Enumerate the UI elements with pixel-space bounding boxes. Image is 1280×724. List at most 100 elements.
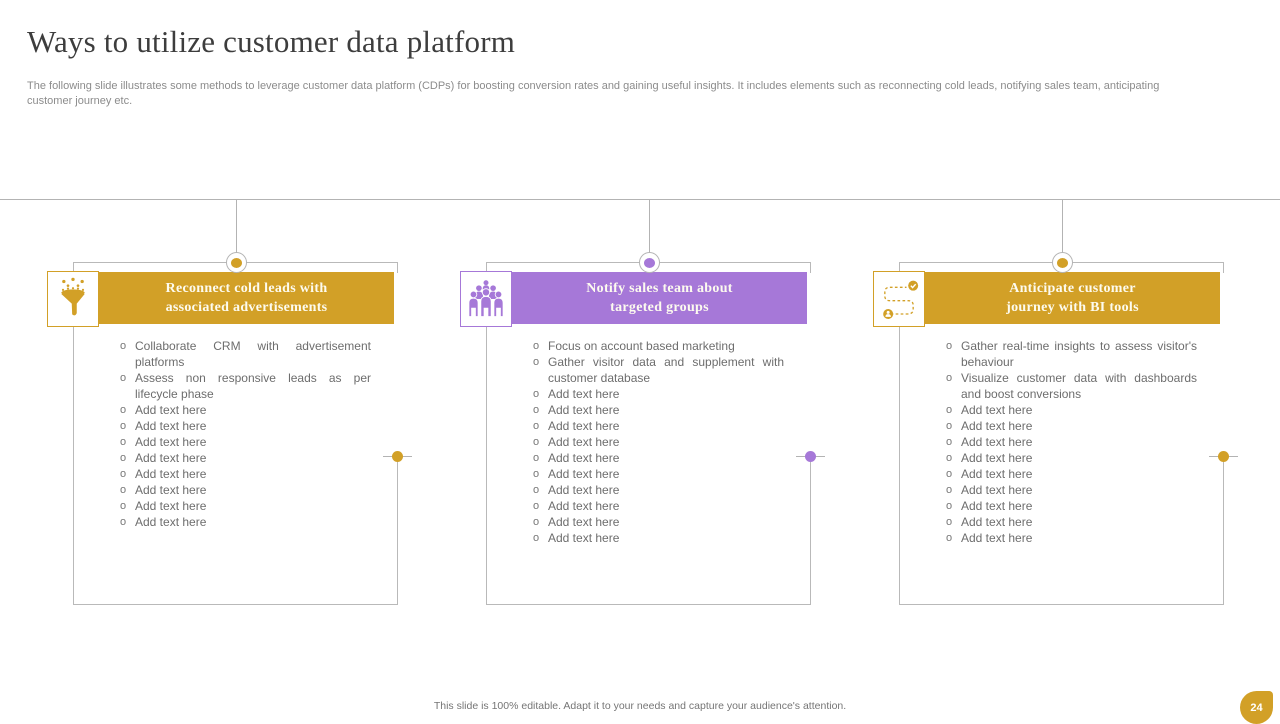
bullet-marker: o	[945, 372, 953, 384]
list-item: o Add text here	[937, 418, 1201, 434]
list-item-text: Add text here	[961, 467, 1033, 481]
panel-border	[899, 262, 900, 604]
list-item-text: Add text here	[548, 435, 620, 449]
connector-line	[236, 199, 237, 253]
column-reconnect-cold-leads: Reconnect cold leads with associated adv…	[47, 199, 417, 614]
list-item-text: Add text here	[135, 467, 207, 481]
list-item: o Add text here	[111, 466, 375, 482]
header-line: Reconnect cold leads with	[165, 281, 328, 296]
bullet-marker: o	[119, 484, 127, 496]
list-item: o Add text here	[937, 402, 1201, 418]
list-item: o Add text here	[111, 450, 375, 466]
list-item-text: Add text here	[961, 419, 1033, 433]
panel-border	[397, 456, 398, 604]
header-line: Notify sales team about	[586, 281, 733, 296]
header-line: targeted groups	[610, 300, 709, 315]
list-item-text: Add text here	[548, 419, 620, 433]
list-item: o Focus on account based marketing	[524, 338, 788, 354]
panel-border	[486, 262, 487, 604]
bullet-marker: o	[532, 356, 540, 368]
list-item: o Assess non responsive leads as per life…	[111, 370, 375, 402]
list-item: o Add text here	[937, 466, 1201, 482]
bullet-list: o Gather real-time insights to assess vis…	[937, 338, 1201, 546]
bullet-marker: o	[532, 436, 540, 448]
list-item: o Add text here	[524, 498, 788, 514]
bullet-marker: o	[119, 452, 127, 464]
node-dot	[1057, 257, 1068, 268]
list-item-text: Add text here	[961, 435, 1033, 449]
list-item-text: Add text here	[548, 515, 620, 529]
bullet-marker: o	[119, 372, 127, 384]
list-item-text: Add text here	[135, 499, 207, 513]
bullet-marker: o	[532, 452, 540, 464]
bullet-marker: o	[945, 404, 953, 416]
connector-node	[639, 252, 660, 273]
list-item-text: Assess non responsive leads as per lifec…	[135, 371, 371, 401]
list-item-text: Gather real-time insights to assess visi…	[961, 339, 1197, 369]
panel-border	[73, 262, 74, 604]
list-item-text: Visualize customer data with dashboards …	[961, 371, 1197, 401]
list-item-text: Add text here	[135, 419, 207, 433]
bullet-marker: o	[945, 532, 953, 544]
page-title: Ways to utilize customer data platform	[27, 24, 516, 59]
list-item: o Visualize customer data with dashboards…	[937, 370, 1201, 402]
list-item-text: Add text here	[548, 451, 620, 465]
list-item-text: Add text here	[961, 483, 1033, 497]
bullet-marker: o	[532, 340, 540, 352]
node-dot	[644, 257, 655, 268]
column-header: Reconnect cold leads with associated adv…	[99, 272, 394, 324]
bullet-marker: o	[532, 532, 540, 544]
list-item-text: Gather visitor data and supplement with …	[548, 355, 784, 385]
list-item-text: Add text here	[548, 483, 620, 497]
list-item: o Add text here	[111, 482, 375, 498]
bullet-marker: o	[532, 468, 540, 480]
bullet-marker: o	[119, 468, 127, 480]
list-item-text: Add text here	[548, 531, 620, 545]
panel-border	[810, 262, 811, 273]
column-header: Anticipate customer journey with BI tool…	[925, 272, 1220, 324]
list-item-text: Focus on account based marketing	[548, 339, 735, 353]
list-item-text: Add text here	[135, 451, 207, 465]
list-item: o Gather visitor data and supplement with…	[524, 354, 788, 386]
bullet-marker: o	[532, 516, 540, 528]
list-item-text: Add text here	[135, 515, 207, 529]
bullet-marker: o	[945, 484, 953, 496]
header-line: Anticipate customer	[1009, 281, 1136, 296]
list-item-text: Add text here	[135, 483, 207, 497]
node-dot	[231, 257, 242, 268]
list-item-text: Add text here	[961, 499, 1033, 513]
bullet-marker: o	[532, 388, 540, 400]
header-line: associated advertisements	[165, 300, 328, 315]
bullet-marker: o	[945, 420, 953, 432]
bullet-marker: o	[119, 340, 127, 352]
header-line: journey with BI tools	[1006, 300, 1139, 315]
bullet-marker: o	[945, 468, 953, 480]
panel-border	[486, 604, 811, 605]
side-connector-dot	[805, 451, 816, 462]
bullet-marker: o	[532, 420, 540, 432]
panel-border	[899, 604, 1224, 605]
connector-node	[226, 252, 247, 273]
list-item-text: Add text here	[961, 403, 1033, 417]
list-item-text: Add text here	[548, 403, 620, 417]
bullet-marker: o	[945, 340, 953, 352]
bullet-marker: o	[532, 500, 540, 512]
list-item-text: Add text here	[961, 451, 1033, 465]
column-header: Notify sales team about targeted groups	[512, 272, 807, 324]
customer-journey-icon	[873, 271, 925, 327]
list-item-text: Add text here	[548, 499, 620, 513]
panel-border	[397, 262, 398, 273]
panel-border	[1223, 456, 1224, 604]
